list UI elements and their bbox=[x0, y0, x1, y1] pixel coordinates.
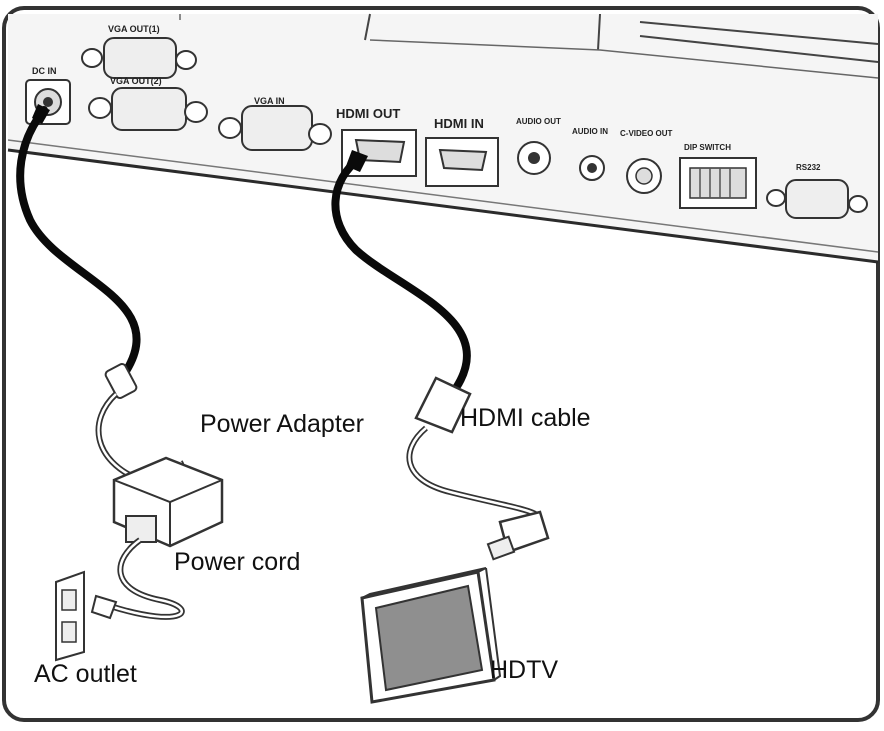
hdmi-cable bbox=[331, 150, 550, 561]
power-adapter-box bbox=[112, 456, 224, 548]
vga-out-2-port bbox=[88, 87, 208, 131]
vga-out-1-port bbox=[81, 37, 197, 79]
power-cord-label: Power cord bbox=[174, 548, 301, 576]
hdmi-in-port bbox=[425, 137, 499, 187]
hdmi-out-label: HDMI OUT bbox=[336, 106, 400, 121]
dc-in-label: DC IN bbox=[32, 66, 57, 76]
cvideo-out-label: C-VIDEO OUT bbox=[620, 129, 673, 138]
audio-out-port bbox=[517, 141, 551, 175]
hdmi-cable-label: HDMI cable bbox=[460, 404, 591, 432]
audio-in-label: AUDIO IN bbox=[572, 127, 608, 136]
hdmi-in-label: HDMI IN bbox=[434, 116, 484, 131]
rs232-label: RS232 bbox=[796, 163, 821, 172]
audio-out-label: AUDIO OUT bbox=[516, 117, 561, 126]
cvideo-out-port bbox=[626, 158, 662, 194]
audio-in-port bbox=[579, 155, 605, 181]
vga-out-1-label: VGA OUT(1) bbox=[108, 24, 160, 34]
vga-in-port bbox=[218, 105, 332, 151]
rs232-port bbox=[766, 179, 868, 219]
ac-outlet bbox=[55, 570, 85, 662]
dip-switch-label: DIP SWITCH bbox=[684, 143, 731, 152]
vga-out-2-label: VGA OUT(2) bbox=[110, 76, 162, 86]
power-cord bbox=[90, 537, 185, 620]
hdtv-label: HDTV bbox=[490, 656, 559, 684]
ac-outlet-label: AC outlet bbox=[34, 660, 137, 688]
power-adapter-label: Power Adapter bbox=[200, 410, 364, 438]
hdtv bbox=[360, 567, 502, 704]
dip-switch bbox=[679, 157, 757, 209]
vga-in-label: VGA IN bbox=[254, 96, 285, 106]
